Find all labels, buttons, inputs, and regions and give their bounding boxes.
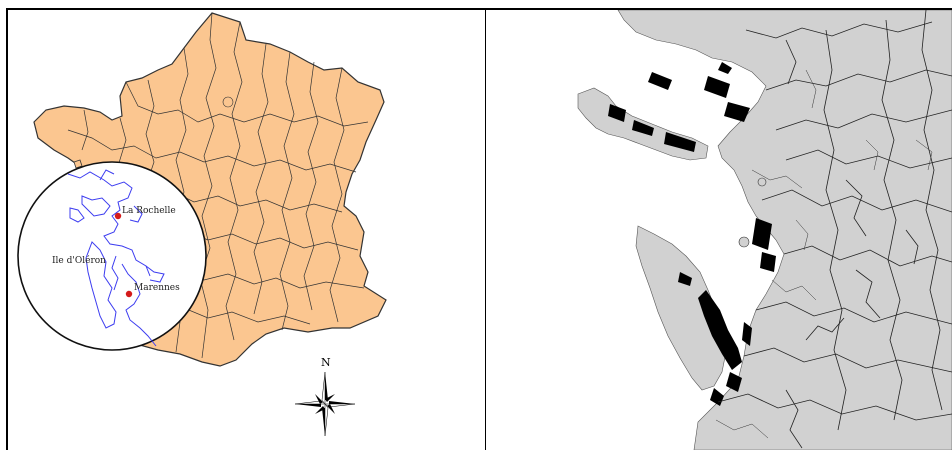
la-rochelle-marker — [114, 212, 122, 220]
coastal-detail-panel — [486, 8, 952, 450]
place-label-marennes: Marennes — [134, 283, 180, 293]
coastal-islet — [757, 177, 767, 187]
france-map: La Rochelle Ile d'Oléron Marennes N — [17, 12, 387, 437]
compass-north-label: N — [321, 356, 331, 369]
culture-zones — [608, 62, 776, 406]
coastal-map — [577, 10, 952, 450]
marennes-marker — [125, 290, 133, 298]
island-small — [73, 159, 83, 169]
bay-islet — [738, 236, 750, 248]
river-network-fine — [715, 69, 933, 439]
river-network — [717, 10, 952, 449]
place-label-ile-d-oleron: Ile d'Oléron — [52, 255, 106, 266]
island-oleron — [635, 225, 727, 391]
place-label-la-rochelle: La Rochelle — [122, 206, 176, 216]
paris-area — [222, 96, 234, 108]
inset-coastline — [67, 169, 165, 347]
department-borders — [67, 12, 369, 359]
compass-rose: N — [294, 356, 356, 437]
france-overview-panel: La Rochelle Ile d'Oléron Marennes N — [6, 8, 487, 450]
mainland — [617, 10, 952, 450]
inset-map: La Rochelle Ile d'Oléron Marennes — [17, 161, 207, 351]
inset-circle — [17, 161, 207, 351]
